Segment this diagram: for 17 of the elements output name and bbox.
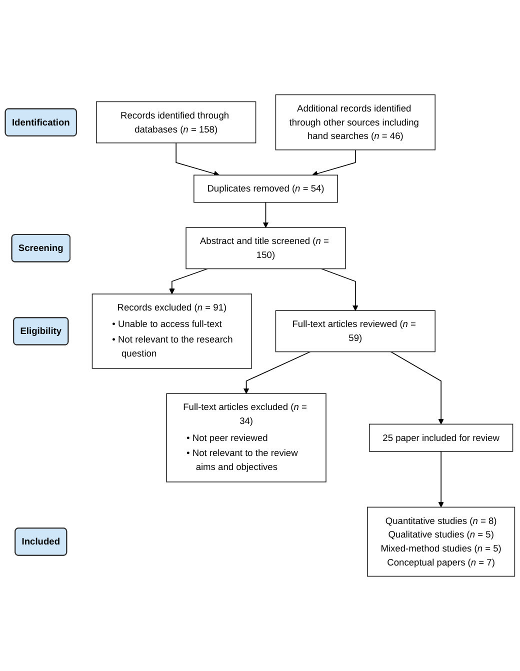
arrow [243, 351, 311, 394]
arrow [312, 149, 356, 176]
arrow [169, 268, 208, 294]
node-box: 25 paper included for review [368, 424, 514, 452]
node-box: Quantitative studies (n = 8) Qualitative studies (n = 5) Mixed-method studies (n = 5) Conceptual papers (n = 7) [367, 506, 516, 577]
arrow [390, 351, 444, 424]
node-box: Full-text articles reviewed (n = 59) [275, 310, 436, 352]
arrow [262, 202, 269, 228]
arrow [438, 450, 444, 508]
node-box: Records identified through databases (n = 158) [96, 101, 256, 144]
node-box: Additional records identified through other sources including hand searches (n = 46) [275, 94, 436, 150]
node-box: Full-text articles excluded (n = 34) • Not peer reviewed • Not relevant to the review aims and objectives [166, 393, 326, 482]
node-box: Abstract and title screened (n = 150) [186, 227, 346, 270]
arrow [320, 268, 358, 311]
node-box: Records excluded (n = 91) • Unable to access full-text • Not relevant to the research question [92, 294, 252, 369]
node-box: Duplicates removed (n = 54) [194, 174, 338, 203]
arrow [176, 142, 220, 176]
